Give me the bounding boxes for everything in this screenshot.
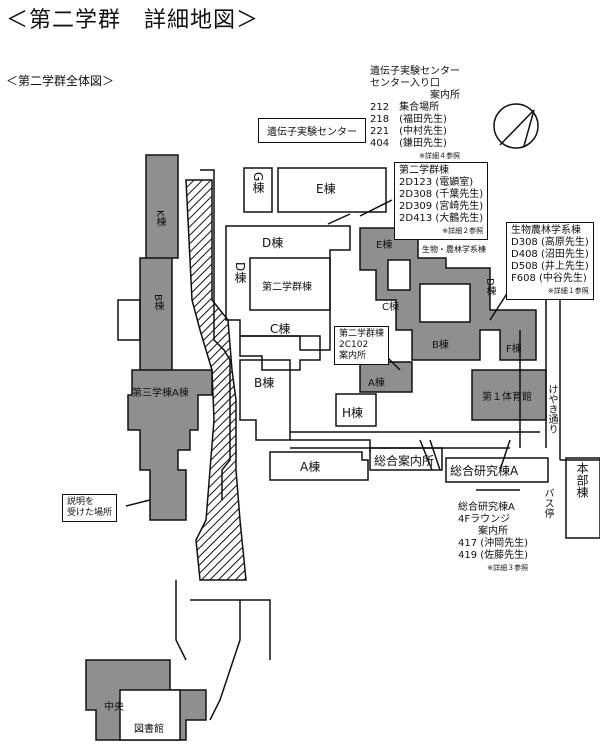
callout-c102: 第二学群棟 2C102 案内所: [334, 326, 390, 365]
callout-setsumei: 説明を 受けた場所: [62, 494, 118, 522]
building-e: [277, 167, 387, 213]
building-b: [239, 359, 291, 441]
label-honbu: 本部棟: [575, 462, 589, 498]
label-building-a: A棟: [300, 460, 321, 474]
label-bio-b: B棟: [432, 340, 449, 351]
label-building-dai3a: 第三学棟A棟: [132, 388, 189, 399]
info-center: [369, 447, 443, 471]
label-iden: 遺伝子実験センター: [258, 118, 366, 143]
callout-iden: 遺伝子実験センター センター入り口 案内所 212 集合場所 218 (福田先生…: [366, 64, 464, 164]
label-bio-c: C棟: [382, 302, 399, 313]
building-h: [335, 393, 377, 427]
label-keyaki: けやき通り: [546, 384, 557, 434]
label-library-1: 中央: [104, 702, 124, 713]
label-building-b-left: B棟: [152, 294, 163, 311]
callout-seibutsu: 生物農林学系棟 D308 (高原先生) D408 (沼田先生) D508 (井上…: [506, 222, 594, 300]
label-building-d-left: D棟: [233, 262, 247, 284]
label-research: 総合研究棟A: [450, 464, 519, 478]
label-bio-a: A棟: [368, 378, 385, 389]
label-info-center: 総合案内所: [374, 454, 435, 468]
building-gym: [471, 369, 547, 421]
label-building-hall: 第二学群棟: [262, 282, 312, 293]
label-bio-e: E棟: [376, 240, 393, 251]
label-building-d: D棟: [262, 236, 284, 250]
callout-research: 総合研究棟A 4Fラウンジ 案内所 417 (沖岡先生) 419 (佐藤先生) …: [454, 500, 533, 576]
building-a: [269, 451, 369, 481]
building-d: [225, 225, 351, 351]
building-research: [445, 457, 549, 483]
label-building-k: K棟: [154, 210, 165, 227]
label-bus: バス停: [542, 488, 553, 518]
compass-icon: [493, 103, 539, 149]
label-building-b: B棟: [254, 376, 275, 390]
label-building-g: G棟: [251, 172, 265, 194]
label-bio-f: F棟: [506, 344, 522, 355]
section-subtitle: ＜第二学群全体図＞: [6, 74, 115, 88]
label-building-e: E棟: [316, 182, 336, 196]
label-building-h: H棟: [342, 406, 364, 420]
label-seibutsu: 生物・農林学系棟: [422, 245, 486, 254]
label-building-c: C棟: [270, 322, 291, 336]
page-title: ＜第二学群 詳細地図＞: [6, 8, 260, 33]
label-library-2: 図書館: [134, 724, 164, 735]
building-c: [239, 335, 321, 371]
callout-dai2: 第二学群棟 2D123 (電顕室) 2D308 (千葉先生) 2D309 (宮崎…: [394, 162, 489, 240]
building-g: [243, 167, 273, 213]
label-gym: 第１体育館: [482, 392, 532, 403]
label-bio-d: D棟: [484, 278, 495, 296]
building-honbu: [565, 457, 600, 539]
